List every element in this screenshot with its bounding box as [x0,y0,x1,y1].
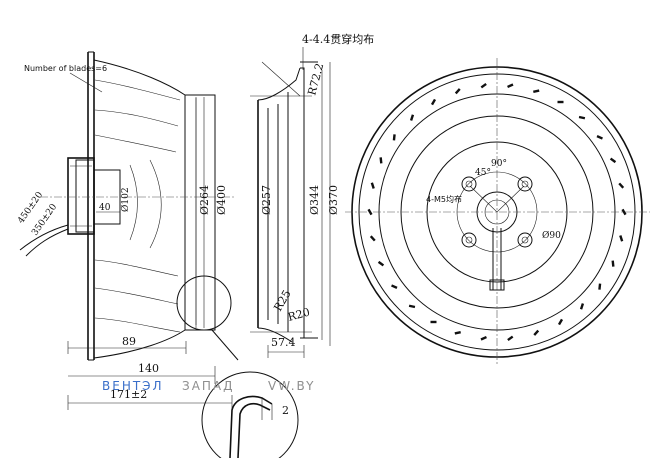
ring-slot [619,235,624,242]
dim-d257: Ø257 [260,185,273,215]
ring-slot [596,135,603,140]
ring-slot [598,283,602,290]
ring-slot [507,83,514,89]
ring-slot [454,330,461,335]
ring-slot [409,114,415,121]
side-dimensions: 89 140 171±2 40 Ø264 Ø400 Ø102 450±20 35… [16,64,233,410]
dim-d90: Ø90 [542,230,561,241]
ring-slot [377,260,385,267]
ring-slot [370,182,375,189]
ring-slot [578,115,586,120]
ring-slot [369,235,376,242]
ring-slot [618,182,625,189]
hole-note: 4-4.4贯穿均布 [302,32,374,46]
dim-d370: Ø370 [327,185,340,215]
ring-slot [611,260,615,267]
ring-slot [507,335,514,342]
ring-slot [480,82,487,89]
dim-40: 40 [99,203,111,213]
blades-note: Number of blades=6 [24,64,107,73]
ring-slot [454,88,461,95]
section-view: Ø257 Ø344 Ø370 R72.2 R25 R20 57.4 4-4.4贯… [250,32,374,358]
dim-d102: Ø102 [120,187,131,212]
ring-slots [367,82,627,342]
watermark: ВЕНТЭЛ ЗАПАД VW.BY [102,379,315,393]
angle-45: 45° [475,168,491,178]
ring-slot [379,157,383,164]
dim-d264: Ø264 [198,185,211,215]
hub-note: 4-M5均布 [426,194,462,204]
angle-90: 90° [491,159,507,169]
watermark-brand-blue: ВЕНТЭЛ [102,379,164,393]
ring-slot [430,98,437,106]
watermark-site: VW.BY [268,379,315,393]
ring-slot [367,208,373,216]
ring-slot [557,100,564,104]
ring-slot [557,318,564,326]
ring-slot [609,157,617,164]
ring-slot [533,329,540,336]
front-view: 90° 45° Ø90 4-M5均布 [345,58,650,366]
side-view [19,51,239,361]
dim-57: 57.4 [271,336,296,349]
dim-171: 171±2 [110,388,147,401]
ring-slot [408,304,416,309]
dim-d400: Ø400 [215,185,228,215]
dim-r72: R72.2 [305,62,326,97]
dim-2: 2 [282,404,289,417]
detail-view: 2 [201,371,299,458]
dim-140: 140 [138,362,159,375]
watermark-brand-gray: ЗАПАД [182,379,235,393]
ring-slot [430,320,437,324]
ring-slot [480,335,487,341]
ring-slot [391,284,398,289]
dim-d344: Ø344 [308,185,321,215]
ring-slot [533,89,540,94]
dim-89: 89 [122,335,136,348]
ring-slot [579,303,585,310]
ring-slot [392,134,396,141]
dim-r20: R20 [286,306,311,324]
ring-slot [621,208,627,216]
